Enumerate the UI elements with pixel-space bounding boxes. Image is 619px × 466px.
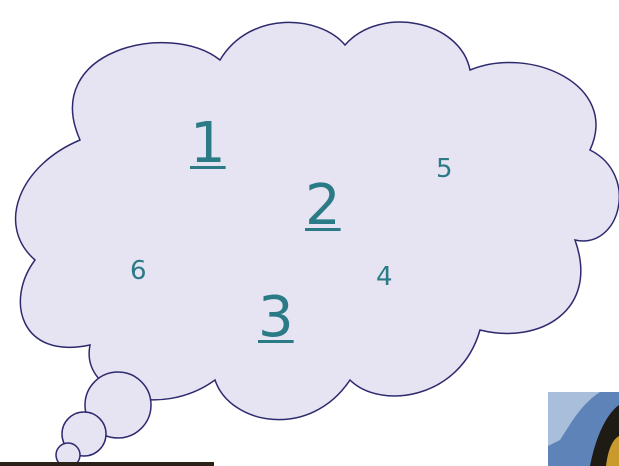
cloud-item-1-link[interactable]: 1	[190, 116, 226, 172]
cloud-item-3-link[interactable]: 3	[258, 290, 294, 346]
cloud-item-5-label: 5	[436, 156, 453, 182]
cloud-item-4-label: 4	[376, 264, 393, 290]
bottom-bar	[0, 462, 214, 466]
cloud-item-2-link[interactable]: 2	[305, 178, 341, 234]
cloud-item-6-label: 6	[130, 258, 147, 284]
corner-photo	[548, 392, 619, 466]
